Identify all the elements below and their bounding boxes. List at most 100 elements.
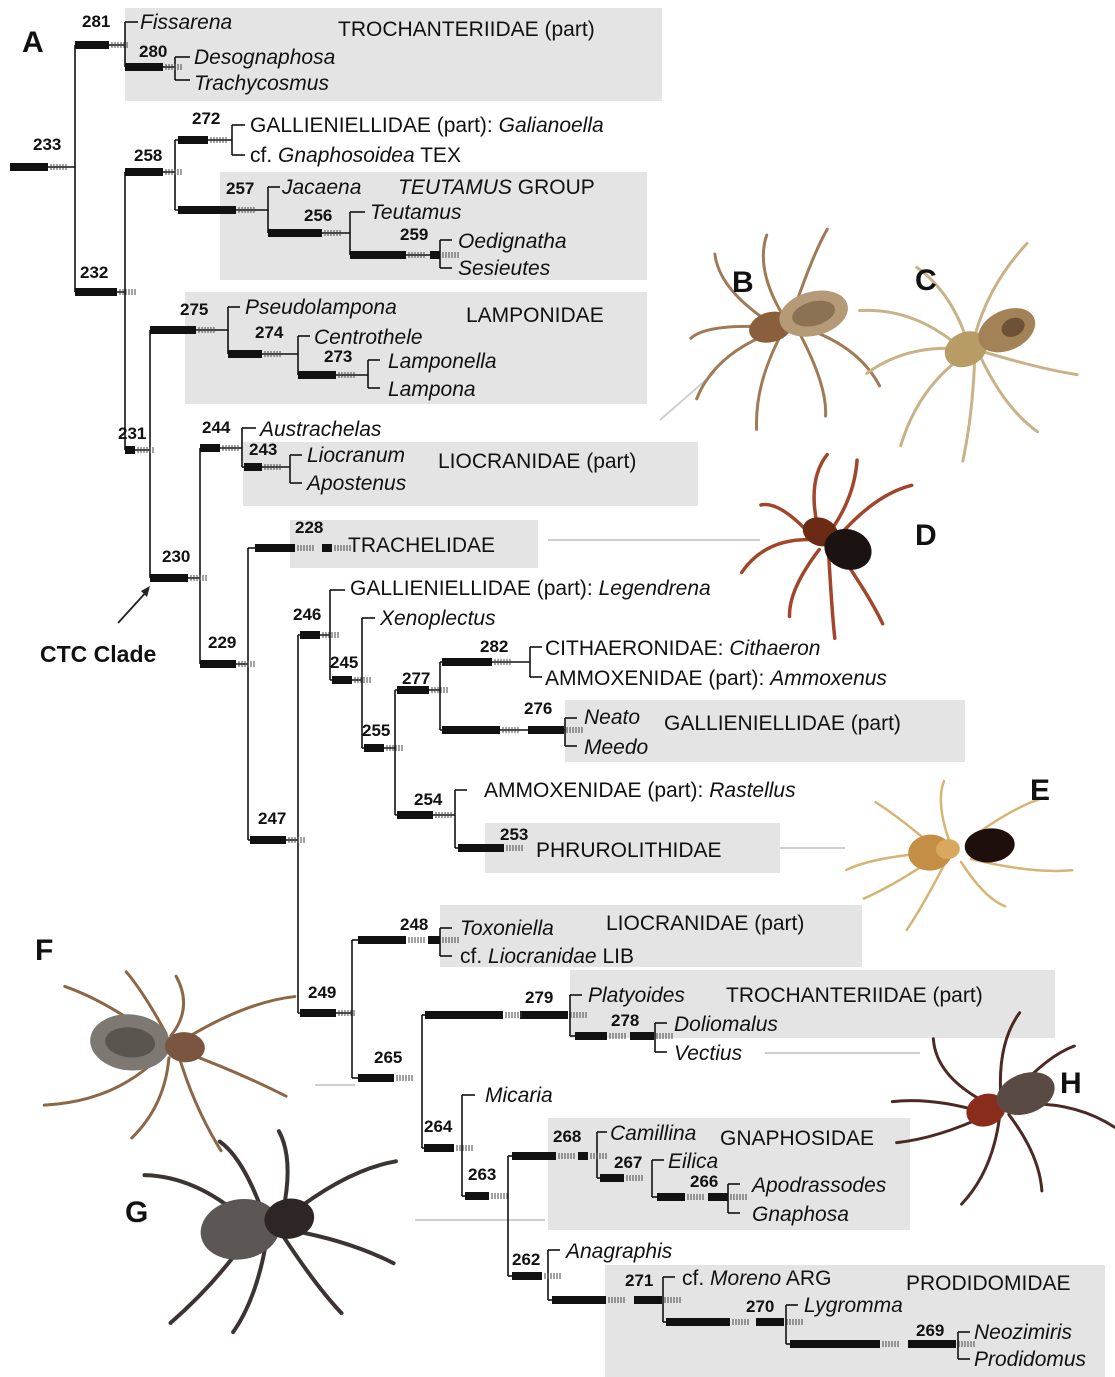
spider-photo-g xyxy=(141,1112,420,1343)
taxon-meedo: Meedo xyxy=(584,736,649,759)
taxon-lampona: Lampona xyxy=(388,378,476,401)
node-281: 281 xyxy=(82,12,110,31)
teutamus-caps: TEUTAMUS xyxy=(398,176,512,199)
node-232: 232 xyxy=(80,263,108,282)
node-274: 274 xyxy=(255,323,284,342)
taxon-gallieniellidae-legendrena: GALLIENIELLIDAE (part): Legendrena xyxy=(350,577,711,600)
node-262: 262 xyxy=(512,1250,540,1269)
group-teutamus: TEUTAMUS GROUP xyxy=(398,176,595,199)
genus-gnaphosoidea: Gnaphosoidea xyxy=(278,144,415,167)
taxon-jacaena: Jacaena xyxy=(281,176,361,199)
node-271: 271 xyxy=(625,1271,653,1290)
taxon-cithaeronidae: CITHAERONIDAE: Cithaeron xyxy=(545,637,820,660)
panel-label-c: C xyxy=(915,264,937,297)
node-277: 277 xyxy=(402,669,430,688)
node-255: 255 xyxy=(362,721,390,740)
taxon-ammoxenidae-rastellus: AMMOXENIDAE (part): Rastellus xyxy=(484,779,796,802)
taxon-neozimiris: Neozimiris xyxy=(974,1321,1073,1344)
node-230: 230 xyxy=(162,547,190,566)
family-trochanteriidae-lower: TROCHANTERIIDAE (part) xyxy=(726,984,983,1007)
taxon-prodidomus: Prodidomus xyxy=(974,1348,1087,1371)
node-231: 231 xyxy=(118,424,146,443)
node-276: 276 xyxy=(524,699,552,718)
node-266: 266 xyxy=(690,1172,718,1191)
node-264: 264 xyxy=(424,1117,453,1136)
taxon-anagraphis: Anagraphis xyxy=(564,1240,673,1263)
node-275: 275 xyxy=(180,300,208,319)
family-gallieniellidae-label: GALLIENIELLIDAE (part): xyxy=(250,114,493,137)
family-prodidomidae: PRODIDOMIDAE xyxy=(906,1272,1071,1295)
node-228: 228 xyxy=(295,518,323,537)
node-267: 267 xyxy=(614,1153,642,1172)
taxon-gnaphosoidea-tex: cf. Gnaphosoidea TEX xyxy=(250,144,461,167)
cf-prefix-3: cf. xyxy=(682,1267,704,1290)
taxon-apodrassodes: Apodrassodes xyxy=(750,1174,887,1197)
taxon-gallieniellidae-galianoella: GALLIENIELLIDAE (part): Galianoella xyxy=(250,114,604,137)
genus-rastellus: Rastellus xyxy=(709,779,796,802)
panel-label-a: A xyxy=(22,26,44,59)
node-263: 263 xyxy=(468,1165,496,1184)
panel-label-b: B xyxy=(732,266,754,299)
taxon-liocranum: Liocranum xyxy=(307,444,405,467)
taxon-fissarena: Fissarena xyxy=(140,11,232,34)
genus-legendrena: Legendrena xyxy=(599,577,711,600)
node-269: 269 xyxy=(916,1321,944,1340)
cf-prefix-2: cf. xyxy=(460,945,482,968)
taxon-neato: Neato xyxy=(584,706,640,729)
family-phrurolithidae: PHRUROLITHIDAE xyxy=(536,839,722,862)
taxon-lygromma: Lygromma xyxy=(804,1294,903,1317)
taxon-trachycosmus: Trachycosmus xyxy=(194,72,329,95)
taxon-teutamus: Teutamus xyxy=(370,201,462,224)
node-257: 257 xyxy=(226,179,254,198)
family-gnaphosidae: GNAPHOSIDAE xyxy=(720,1127,874,1150)
node-248: 248 xyxy=(400,915,428,934)
cf-prefix: cf. xyxy=(250,144,272,167)
taxon-ammoxenidae-ammoxenus: AMMOXENIDAE (part): Ammoxenus xyxy=(545,667,887,690)
node-268: 268 xyxy=(553,1127,581,1146)
taxon-sesieutes: Sesieutes xyxy=(458,257,551,280)
locality-arg: ARG xyxy=(786,1267,832,1290)
node-253: 253 xyxy=(500,825,528,844)
locality-lib: LIB xyxy=(602,945,634,968)
node-254: 254 xyxy=(414,790,443,809)
taxon-austrachelas: Austrachelas xyxy=(258,418,382,441)
node-229: 229 xyxy=(208,633,236,652)
node-258: 258 xyxy=(134,146,162,165)
panel-label-f: F xyxy=(35,934,53,967)
family-cithaeronidae: CITHAERONIDAE: xyxy=(545,637,724,660)
genus-galianoella: Galianoella xyxy=(499,114,604,137)
node-256: 256 xyxy=(304,206,332,225)
node-265: 265 xyxy=(374,1048,402,1067)
spider-photo-c xyxy=(835,221,1101,487)
spider-photo-b xyxy=(660,217,883,447)
node-233: 233 xyxy=(33,135,61,154)
family-liocranidae-upper: LIOCRANIDAE (part) xyxy=(438,450,636,473)
family-lamponidae: LAMPONIDAE xyxy=(466,304,604,327)
taxon-apostenus: Apostenus xyxy=(305,472,407,495)
taxon-gnaphosa: Gnaphosa xyxy=(752,1203,849,1226)
node-245: 245 xyxy=(330,653,358,672)
taxon-xenoplectus: Xenoplectus xyxy=(379,607,496,630)
node-278: 278 xyxy=(611,1011,639,1030)
taxon-desognaphosa: Desognaphosa xyxy=(194,46,335,69)
taxon-moreno-arg: cf. Moreno ARG xyxy=(682,1267,831,1290)
taxon-platyoides: Platyoides xyxy=(588,984,685,1007)
node-243: 243 xyxy=(249,440,277,459)
panel-label-d: D xyxy=(915,519,937,552)
node-249: 249 xyxy=(308,983,336,1002)
family-trachelidae: TRACHELIDAE xyxy=(348,534,495,557)
family-gallieniellidae-neato: GALLIENIELLIDAE (part) xyxy=(664,712,901,735)
taxon-micaria: Micaria xyxy=(485,1084,553,1107)
taxon-pseudolampona: Pseudolampona xyxy=(245,296,397,319)
group-word: GROUP xyxy=(518,176,595,199)
node-280: 280 xyxy=(139,42,167,61)
node-246: 246 xyxy=(293,605,321,624)
taxon-liocranidae-lib: cf. Liocranidae LIB xyxy=(460,945,634,968)
taxon-lamponella: Lamponella xyxy=(388,350,497,373)
taxon-toxoniella: Toxoniella xyxy=(460,917,554,940)
spider-photo-f xyxy=(42,966,296,1156)
family-liocranidae-lower: LIOCRANIDAE (part) xyxy=(606,912,804,935)
node-273: 273 xyxy=(324,347,352,366)
genus-liocranidae: Liocranidae xyxy=(488,945,597,968)
